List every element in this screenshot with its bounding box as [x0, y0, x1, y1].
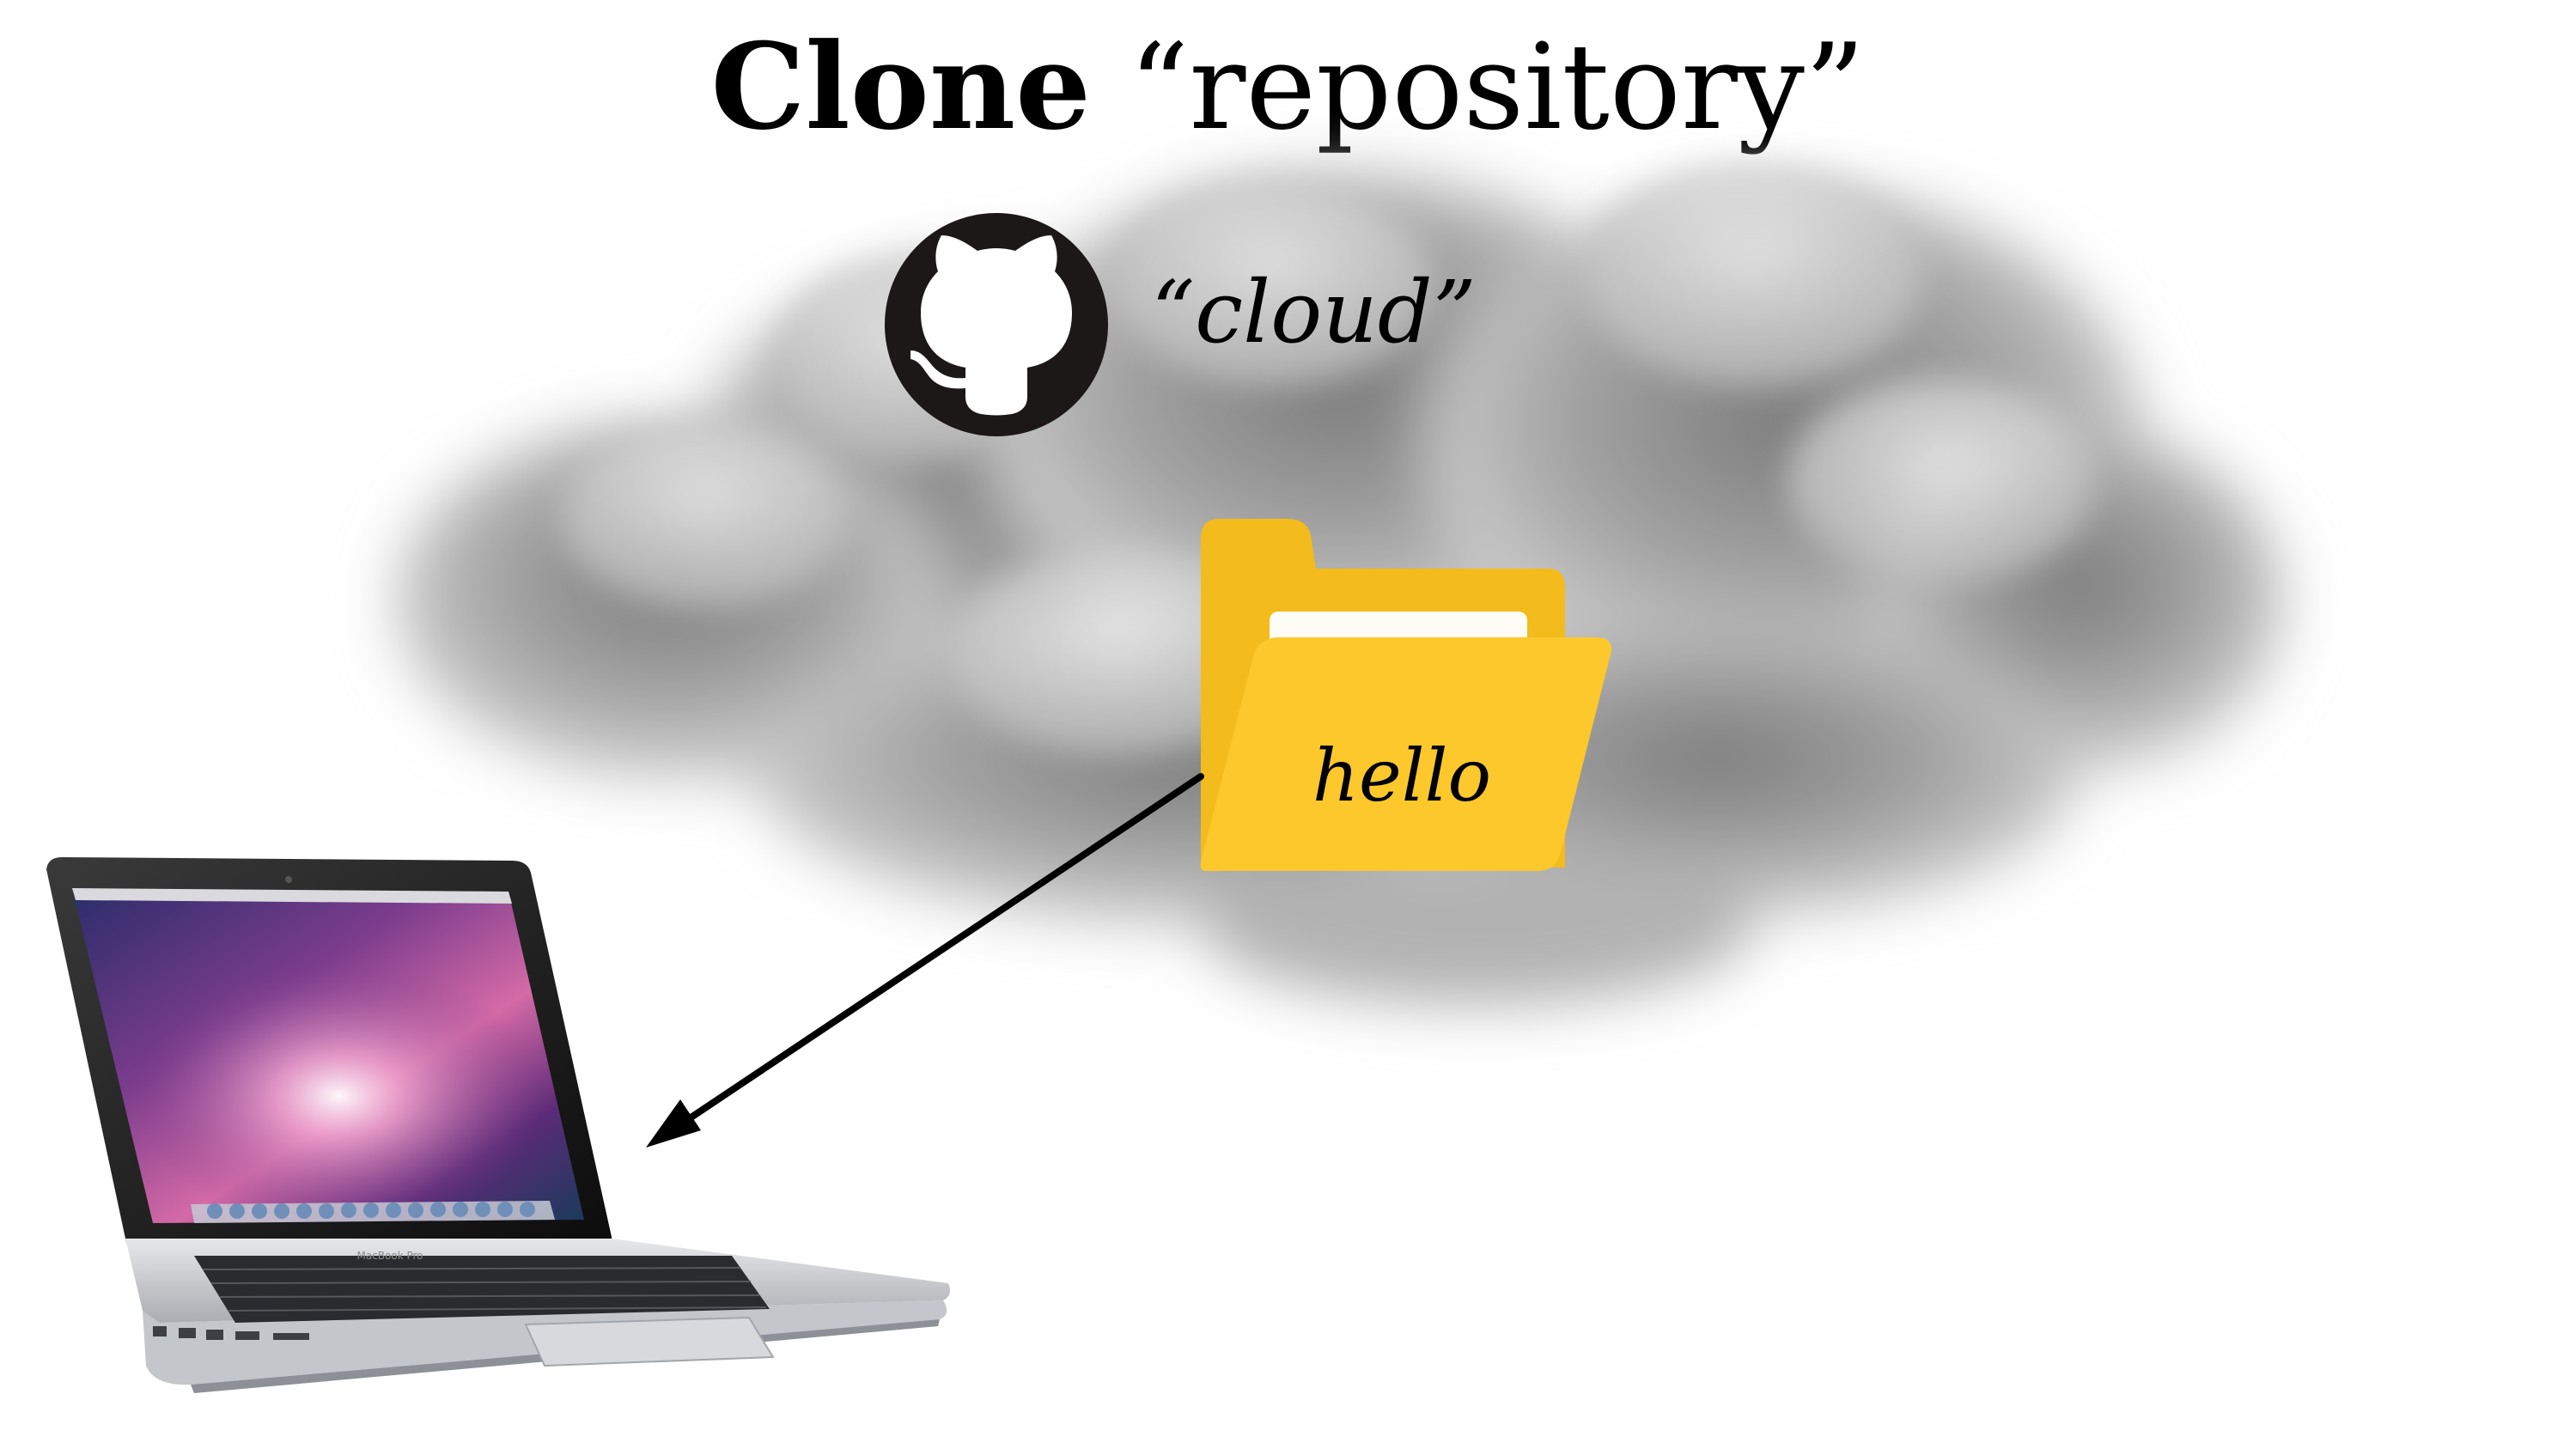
slide-title: Clone “repository”	[0, 15, 2576, 159]
github-icon	[885, 213, 1108, 436]
cloud-label: “cloud”	[1151, 262, 1477, 362]
title-repository: “repository”	[1090, 18, 1866, 156]
clone-arrow	[646, 773, 1204, 1148]
laptop-icon	[46, 857, 950, 1393]
laptop-brand-text: MacBook Pro	[356, 1250, 423, 1262]
folder-label: hello	[1312, 734, 1491, 818]
title-clone: Clone	[710, 16, 1091, 156]
folder-icon	[1200, 519, 1611, 871]
